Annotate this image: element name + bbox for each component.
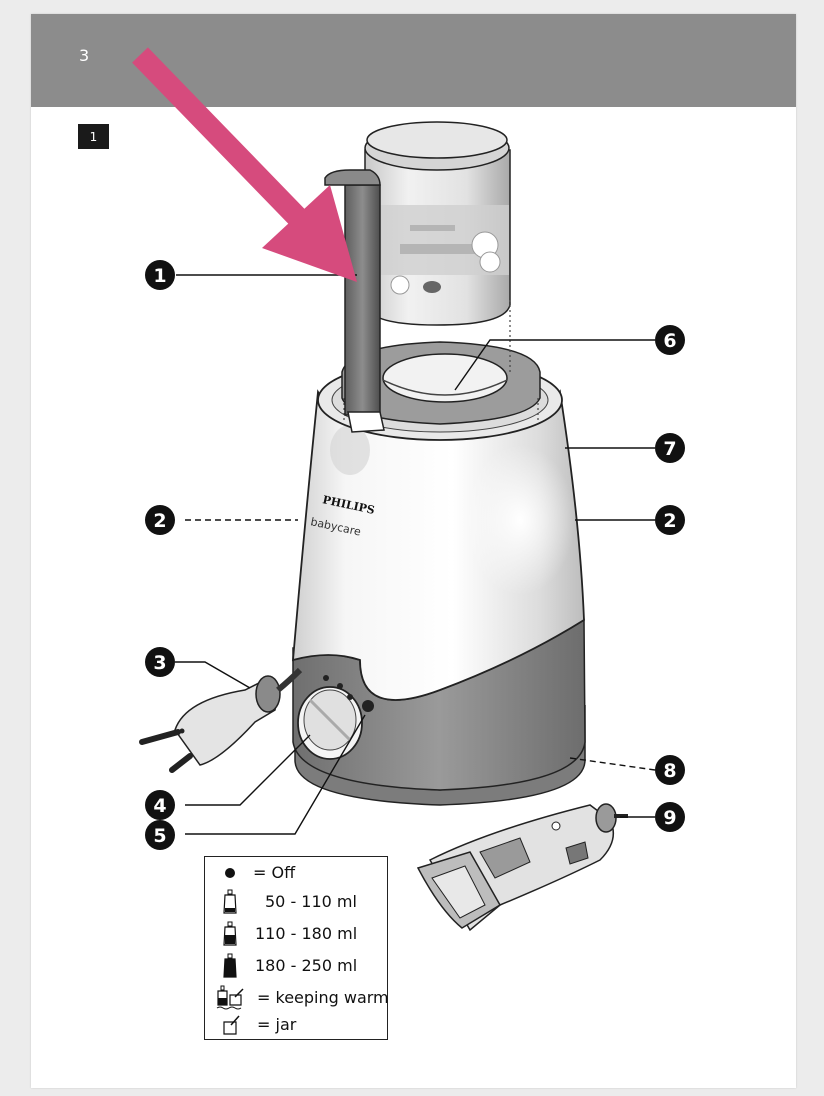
callout-7: 7: [655, 433, 685, 463]
svg-text:6: 6: [663, 330, 676, 352]
callout-8: 8: [655, 755, 685, 785]
legend-item: = Off: [205, 860, 389, 886]
pink-pointer-arrow-icon: [132, 47, 357, 282]
legend-item: 110 - 180 ml: [205, 921, 389, 947]
jar-icon: [223, 1015, 240, 1035]
bottle-large-icon: [223, 953, 237, 978]
legend-text: 110 - 180 ml: [255, 924, 358, 943]
legend-item: 180 - 250 ml: [205, 953, 389, 979]
svg-text:2: 2: [663, 510, 676, 532]
legend-text: = jar: [257, 1015, 297, 1034]
car-adapter: [416, 803, 628, 932]
callout-3: 3: [145, 647, 175, 677]
legend-item: = jar: [205, 1012, 389, 1038]
svg-text:1: 1: [153, 265, 166, 287]
svg-text:9: 9: [663, 807, 676, 829]
callout-5: 5: [145, 820, 175, 850]
mains-plug: [139, 667, 303, 773]
svg-text:2: 2: [153, 510, 166, 532]
callout-6: 6: [655, 325, 685, 355]
section-badge: 1: [78, 124, 109, 149]
callout-1: 1: [145, 260, 175, 290]
lifting-handle: [324, 169, 385, 433]
body-highlight: [465, 445, 575, 595]
svg-text:5: 5: [153, 825, 166, 847]
legend-text: 50 - 110 ml: [265, 892, 357, 911]
callout-4: 4: [145, 790, 175, 820]
baby-food-jar: [364, 121, 511, 326]
callout-2-left: 2: [145, 505, 175, 535]
dot-icon: [225, 868, 235, 878]
dial-settings-legend: = Off 50 - 110 ml 110 - 180 ml 180 - 250…: [204, 856, 389, 1040]
legend-text: = Off: [253, 863, 296, 882]
legend-text: 180 - 250 ml: [255, 956, 358, 975]
callout-2-right: 2: [655, 505, 685, 535]
svg-text:4: 4: [153, 795, 166, 817]
bottle-and-jar-icon: [216, 985, 244, 1010]
bottle-small-icon: [223, 889, 237, 914]
legend-item: = keeping warm: [205, 985, 389, 1011]
svg-text:3: 3: [153, 652, 166, 674]
jar-adapter: [341, 341, 541, 425]
temperature-dial[interactable]: [297, 675, 374, 760]
callout-9: 9: [655, 802, 685, 832]
legend-text: = keeping warm: [257, 988, 389, 1007]
callout-leaders: [175, 274, 656, 835]
svg-text:7: 7: [663, 438, 676, 460]
legend-item: 50 - 110 ml: [205, 889, 389, 915]
bottle-medium-icon: [223, 921, 237, 946]
svg-text:8: 8: [663, 760, 676, 782]
page-number: 3: [79, 46, 90, 65]
